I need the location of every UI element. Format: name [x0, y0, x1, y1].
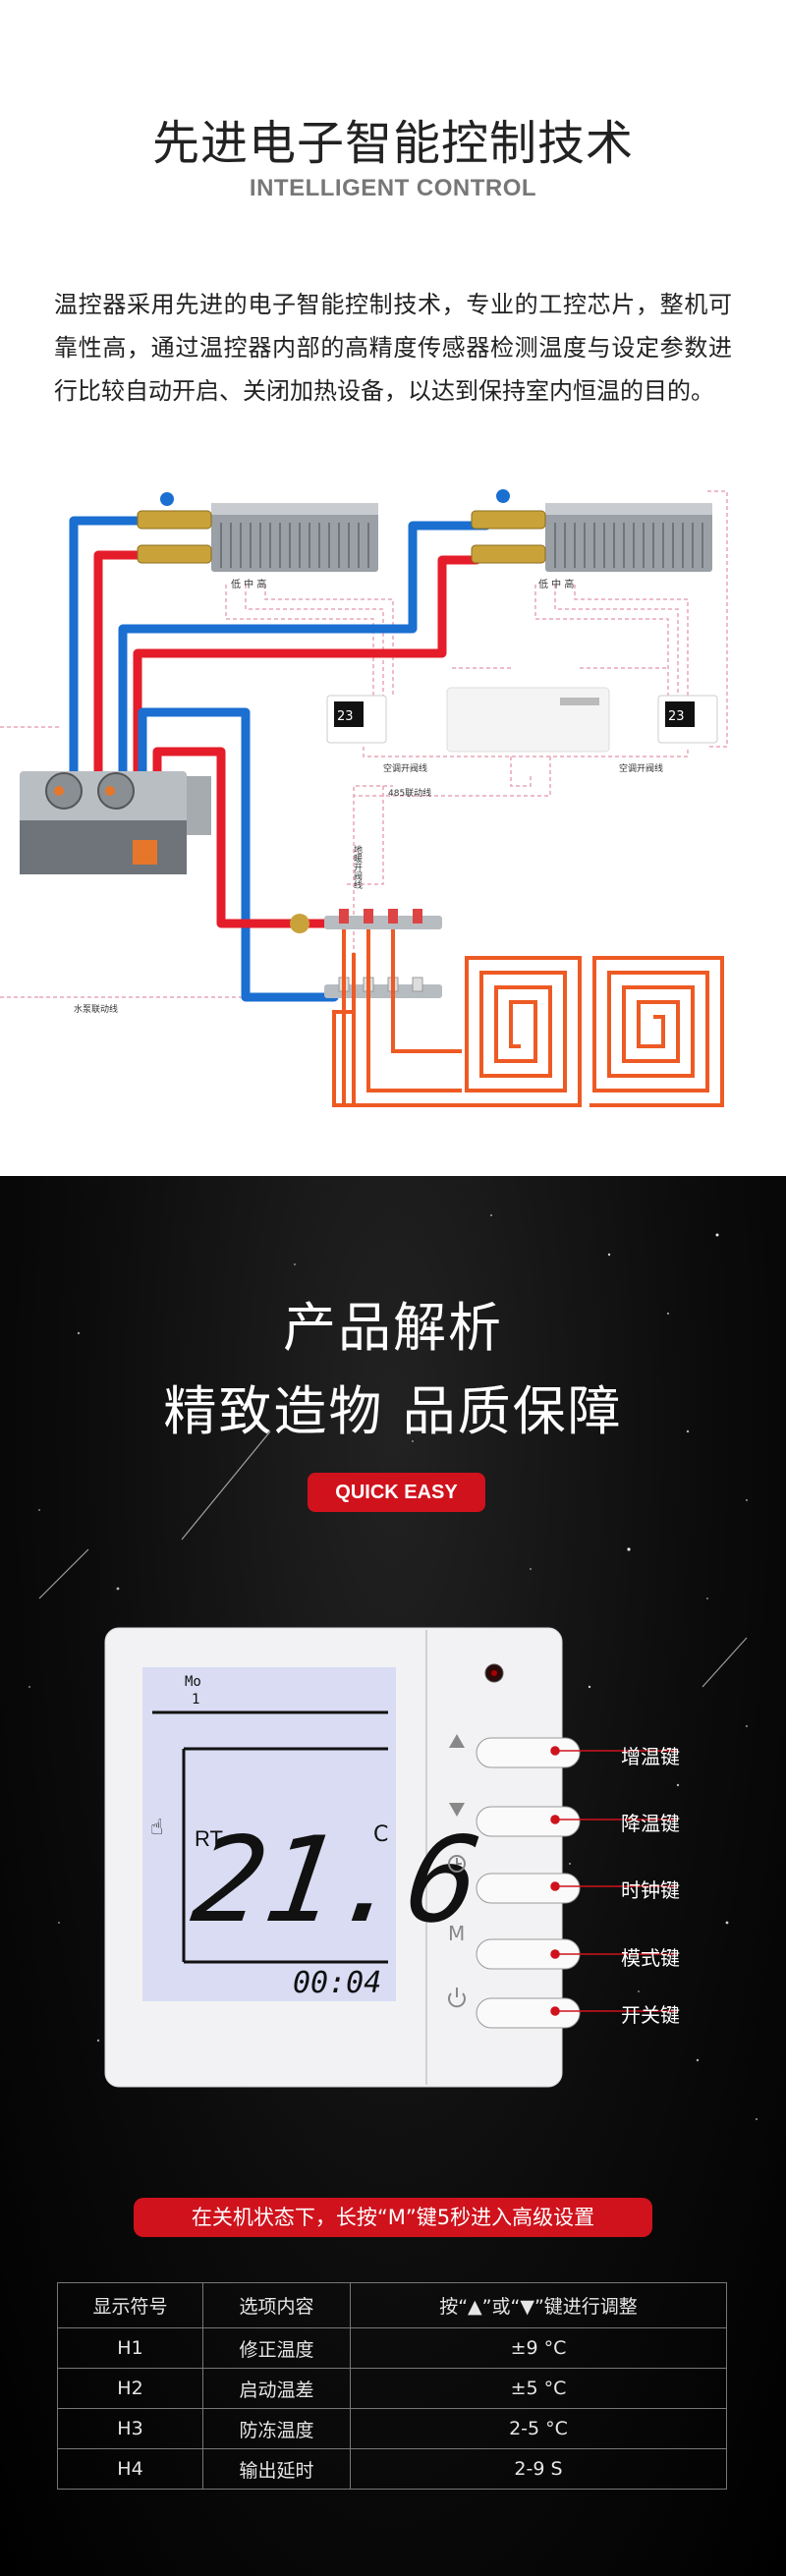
table-cell: H4	[57, 2448, 203, 2490]
analysis-heading: 产品解析	[283, 1297, 503, 1359]
bus-line-label: 485联动线	[388, 787, 431, 799]
speed-label-left: 低 中 高	[231, 578, 266, 590]
decrease-button-label: 降温键	[621, 1812, 680, 1835]
lcd-unit: C	[373, 1822, 388, 1847]
table-row: H3 防冻温度 2-5 °C	[57, 2408, 727, 2449]
intelligent-control-section: 先进电子智能控制技术 INTELLIGENT CONTROL 温控器采用先进的电…	[0, 0, 786, 1176]
table-cell: H2	[57, 2368, 203, 2409]
table-cell: ±5 °C	[350, 2368, 727, 2409]
advanced-settings-table: 显示符号 选项内容 按“▲”或“▼”键进行调整 H1 修正温度 ±9 °C H2…	[57, 2282, 727, 2490]
product-analysis-section: 产品解析 精致造物 品质保障 QUICK EASY Mo 1 ☝ RT 21.6…	[0, 1176, 786, 2576]
down-arrow-icon	[449, 1803, 465, 1817]
table-cell: 修正温度	[202, 2327, 351, 2369]
thermostat-buttons: M	[448, 1734, 581, 2029]
pump-unit	[20, 771, 211, 874]
advanced-settings-notice: 在关机状态下，长按“M”键5秒进入高级设置	[134, 2198, 652, 2237]
ac-valve-label-left: 空调开阀线	[383, 762, 427, 774]
thermostat-device: Mo 1 ☝ RT 21.6 C 00:04 M	[104, 1627, 678, 2088]
floor-valve-label: 地暖开阀线	[352, 844, 363, 889]
table-cell: 启动温差	[202, 2368, 351, 2409]
lcd-rt-label: RT	[195, 1826, 223, 1851]
starfield-background	[28, 1214, 758, 2120]
mode-button-label: 模式键	[621, 1946, 680, 1970]
increase-button-label: 增温键	[621, 1745, 680, 1768]
mode-icon: M	[448, 1922, 465, 1945]
clock-button-label: 时钟键	[621, 1878, 680, 1902]
section-title: 先进电子智能控制技术	[151, 116, 634, 171]
table-cell: 防冻温度	[202, 2408, 351, 2449]
thermostat-display-right: 23	[668, 709, 685, 724]
thermostat-display-left: 23	[337, 709, 354, 724]
table-cell: 2-9 S	[350, 2448, 727, 2490]
table-cell: ±9 °C	[350, 2327, 727, 2369]
hand-icon: ☝	[150, 1816, 163, 1840]
quality-heading: 精致造物 品质保障	[163, 1380, 623, 1442]
table-cell: H1	[57, 2327, 203, 2369]
up-arrow-icon	[449, 1734, 465, 1748]
section-description: 温控器采用先进的电子智能控制技术，专业的工控芯片，整机可靠性高，通过温控器内部的…	[54, 291, 732, 405]
heating-system-diagram: 低 中 高 低 中 高 23 23 空调开阀线 空调开阀线 485联动线 地暖开…	[0, 489, 728, 1107]
table-header: 选项内容	[202, 2282, 351, 2328]
table-row: H4 输出延时 2-9 S	[57, 2448, 727, 2490]
table-cell: 2-5 °C	[350, 2408, 727, 2449]
table-row: H2 启动温差 ±5 °C	[57, 2368, 727, 2409]
lcd-temperature: 21.6	[185, 1813, 488, 1949]
table-header: 按“▲”或“▼”键进行调整	[350, 2282, 727, 2328]
speed-label-right: 低 中 高	[538, 578, 574, 590]
quick-easy-badge: QUICK EASY	[308, 1473, 485, 1512]
table-cell: 输出延时	[202, 2448, 351, 2490]
pump-line-label: 水泵联动线	[74, 1003, 118, 1015]
clock-button[interactable]	[476, 1873, 581, 1904]
table-cell: H3	[57, 2408, 203, 2449]
power-button-label: 开关键	[621, 2003, 680, 2027]
lcd-clock: 00:04	[293, 1966, 381, 2000]
table-row: H1 修正温度 ±9 °C	[57, 2327, 727, 2369]
ac-valve-label-right: 空调开阀线	[619, 762, 663, 774]
section-subtitle: INTELLIGENT CONTROL	[249, 175, 537, 201]
table-header: 显示符号	[57, 2282, 203, 2328]
lcd-mode-number: 1	[192, 1692, 199, 1708]
central-controller	[446, 687, 610, 753]
increase-button[interactable]	[476, 1737, 581, 1768]
floor-heating-coils	[332, 929, 724, 1107]
power-icon	[448, 1988, 466, 2008]
clock-icon	[448, 1855, 466, 1873]
table-header-row: 显示符号 选项内容 按“▲”或“▼”键进行调整	[57, 2282, 727, 2328]
decrease-button[interactable]	[476, 1806, 581, 1837]
power-button[interactable]	[476, 1997, 581, 2029]
lcd-mode-code: Mo	[185, 1674, 201, 1690]
